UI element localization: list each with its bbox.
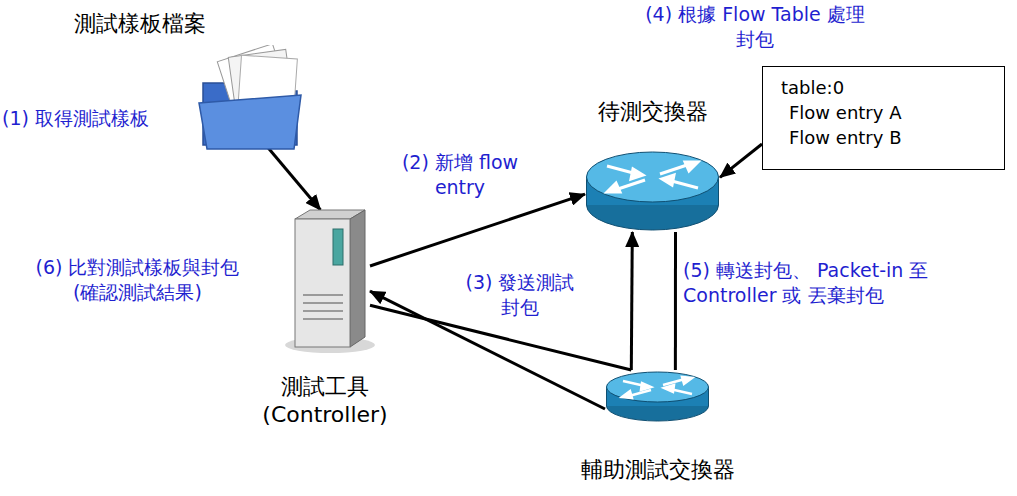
node-title: 測試樣板檔案 (55, 10, 225, 38)
router-icon (585, 148, 720, 232)
connector (370, 194, 585, 266)
node-text: Flow entry A (789, 100, 998, 125)
step-label: (3) 發送測試 封包 (455, 270, 585, 319)
node-title: table:0 (781, 75, 998, 100)
step-label: (4) 根據 Flow Table 處理封包 (640, 2, 870, 51)
aux-switch-node: 輔助測試交換器 (605, 370, 710, 422)
connector (370, 291, 605, 409)
step-label: (2) 新增 flow entry (385, 150, 535, 199)
connector (631, 232, 632, 370)
step-label: (6) 比對測試樣板與封包 (確認測試結果) (35, 255, 240, 304)
node-title: 測試工具 (Controller) (235, 373, 415, 428)
connector (720, 144, 762, 177)
folder-icon (195, 45, 310, 153)
step-label: (5) 轉送封包、 Packet-in 至 Controller 或 丟棄封包 (683, 258, 955, 307)
controller-node: 測試工具 (Controller) (280, 210, 370, 350)
switch-node: 待測交換器 (585, 148, 720, 232)
router-icon (605, 370, 710, 422)
server-icon (275, 205, 375, 355)
step-label: (1) 取得測試樣板 (2, 106, 180, 131)
connector (674, 232, 677, 370)
folder-node: 測試樣板檔案 (200, 55, 305, 148)
node-text: Flow entry B (789, 125, 998, 150)
connector (268, 148, 320, 210)
node-title: 輔助測試交換器 (555, 456, 760, 484)
node-title: 待測交換器 (565, 98, 740, 126)
connector (370, 305, 631, 370)
flow-table-box: table:0Flow entry AFlow entry B (762, 66, 1005, 170)
